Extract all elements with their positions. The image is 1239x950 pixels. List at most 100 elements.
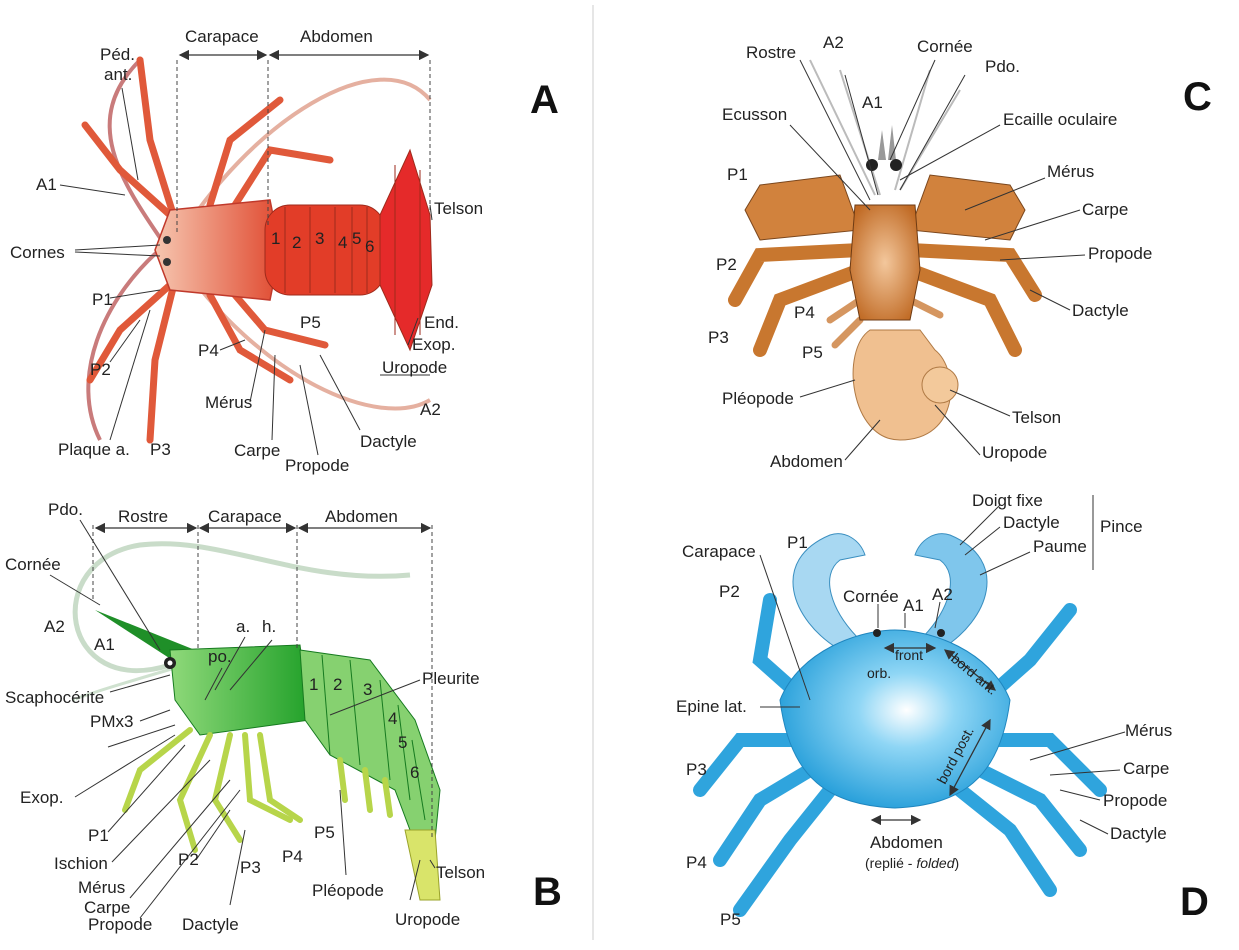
d-a2-label: A2 xyxy=(932,585,953,604)
b-a1-label: A1 xyxy=(94,635,115,654)
panel-b-letter: B xyxy=(533,870,562,914)
c-ecusson-label: Ecusson xyxy=(722,105,787,124)
a-ped-ant-label-1: Péd. xyxy=(100,45,135,64)
d-p2-label: P2 xyxy=(719,582,740,601)
a-segment-2: 2 xyxy=(292,233,301,252)
a-carapace-span-label: Carapace xyxy=(185,27,259,46)
a-end-label: End. xyxy=(424,313,459,332)
a-cornes-label: Cornes xyxy=(10,243,65,262)
d-propode-label: Propode xyxy=(1103,791,1167,810)
c-ecaille-label: Ecaille oculaire xyxy=(1003,110,1117,129)
b-p5-label: P5 xyxy=(314,823,335,842)
d-doigt-label: Doigt fixe xyxy=(972,491,1043,510)
d-close-paren: ) xyxy=(955,855,960,871)
a-ped-ant-label-2: ant. xyxy=(104,65,132,84)
c-abdomen-label: Abdomen xyxy=(770,452,843,471)
c-a2-label: A2 xyxy=(823,33,844,52)
c-p4-label: P4 xyxy=(794,303,815,322)
c-cornee-label: Cornée xyxy=(917,37,973,56)
b-segment-1: 1 xyxy=(309,675,318,694)
b-abdomen-span-label: Abdomen xyxy=(325,507,398,526)
b-propode-label: Propode xyxy=(88,915,152,934)
a-dactyle-label: Dactyle xyxy=(360,432,417,451)
b-segment-2: 2 xyxy=(333,675,342,694)
d-dactyle-label: Dactyle xyxy=(1110,824,1167,843)
d-pince-label: Pince xyxy=(1100,517,1143,536)
a-propode-label: Propode xyxy=(285,456,349,475)
d-p1-label: P1 xyxy=(787,533,808,552)
b-telson-label: Telson xyxy=(436,863,485,882)
a-exop-label: Exop. xyxy=(412,335,455,354)
a-p5-label: P5 xyxy=(300,313,321,332)
d-cornee-label: Cornée xyxy=(843,587,899,606)
a-segment-6: 6 xyxy=(365,237,374,256)
d-carpe-label: Carpe xyxy=(1123,759,1169,778)
b-a2-label: A2 xyxy=(44,617,65,636)
a-p4-label: P4 xyxy=(198,341,219,360)
c-propode-label: Propode xyxy=(1088,244,1152,263)
c-pleopode-label: Pléopode xyxy=(722,389,794,408)
a-a2-label: A2 xyxy=(420,400,441,419)
b-carapace-span-label: Carapace xyxy=(208,507,282,526)
panel-b-shrimp: Rostre Carapace Abdomen Pdo. Cornée A2 A… xyxy=(5,500,562,934)
b-pleopode-label: Pléopode xyxy=(312,881,384,900)
panel-d-crab: Doigt fixe Dactyle Paume Pince Carapace … xyxy=(676,491,1209,929)
c-p2-label: P2 xyxy=(716,255,737,274)
d-a1-label: A1 xyxy=(903,596,924,615)
b-a-label: a. xyxy=(236,617,250,636)
c-merus-label: Mérus xyxy=(1047,162,1094,181)
panel-c-letter: C xyxy=(1183,75,1212,119)
c-rostre-label: Rostre xyxy=(746,43,796,62)
d-p3-label: P3 xyxy=(686,760,707,779)
b-scapho-label: Scaphocérite xyxy=(5,688,104,707)
b-p1-label: P1 xyxy=(88,826,109,845)
b-h-label: h. xyxy=(262,617,276,636)
a-segment-4: 4 xyxy=(338,233,347,252)
c-p1-label: P1 xyxy=(727,165,748,184)
a-segment-3: 3 xyxy=(315,229,324,248)
a-segment-5: 5 xyxy=(352,229,361,248)
a-uropode-label: Uropode xyxy=(382,358,447,377)
b-p2-label: P2 xyxy=(178,850,199,869)
b-uropode-label: Uropode xyxy=(395,910,460,929)
b-pleurite-label: Pleurite xyxy=(422,669,480,688)
d-abdomen-label: Abdomen xyxy=(870,833,943,852)
d-carapace-label: Carapace xyxy=(682,542,756,561)
d-merus-label: Mérus xyxy=(1125,721,1172,740)
b-exop-label: Exop. xyxy=(20,788,63,807)
d-p4-label: P4 xyxy=(686,853,707,872)
b-segment-6: 6 xyxy=(410,763,419,782)
b-p4-label: P4 xyxy=(282,847,303,866)
a-plaque-label: Plaque a. xyxy=(58,440,130,459)
d-p5-label: P5 xyxy=(720,910,741,929)
panel-c-hermit-crab: Rostre A2 A1 Cornée Pdo. Ecusson Ecaille… xyxy=(708,33,1212,471)
c-pdo-label: Pdo. xyxy=(985,57,1020,76)
c-a1-label: A1 xyxy=(862,93,883,112)
b-p3-label: P3 xyxy=(240,858,261,877)
c-dactyle-label: Dactyle xyxy=(1072,301,1129,320)
b-segment-5: 5 xyxy=(398,733,407,752)
d-orb-label: orb. xyxy=(867,665,891,681)
b-merus-label: Mérus xyxy=(78,878,125,897)
b-pdo-label: Pdo. xyxy=(48,500,83,519)
d-dactyle-pince-label: Dactyle xyxy=(1003,513,1060,532)
b-segment-3: 3 xyxy=(363,680,372,699)
b-po-label: po. xyxy=(208,647,232,666)
a-a1-label: A1 xyxy=(36,175,57,194)
d-folded-text: folded xyxy=(916,855,955,871)
b-rostre-span-label: Rostre xyxy=(118,507,168,526)
panel-a-letter: A xyxy=(530,78,559,122)
b-segment-4: 4 xyxy=(388,709,397,728)
c-p3-label: P3 xyxy=(708,328,729,347)
a-telson-label: Telson xyxy=(434,199,483,218)
b-dactyle-label: Dactyle xyxy=(182,915,239,934)
a-p1-label: P1 xyxy=(92,290,113,309)
d-paume-label: Paume xyxy=(1033,537,1087,556)
c-telson-label: Telson xyxy=(1012,408,1061,427)
b-ischion-label: Ischion xyxy=(54,854,108,873)
a-p2-label: P2 xyxy=(90,360,111,379)
panel-a-lobster: Carapace Abdomen Péd. ant. A1 Cornes P1 … xyxy=(10,27,559,475)
d-replie-text: (replié - xyxy=(865,855,916,871)
